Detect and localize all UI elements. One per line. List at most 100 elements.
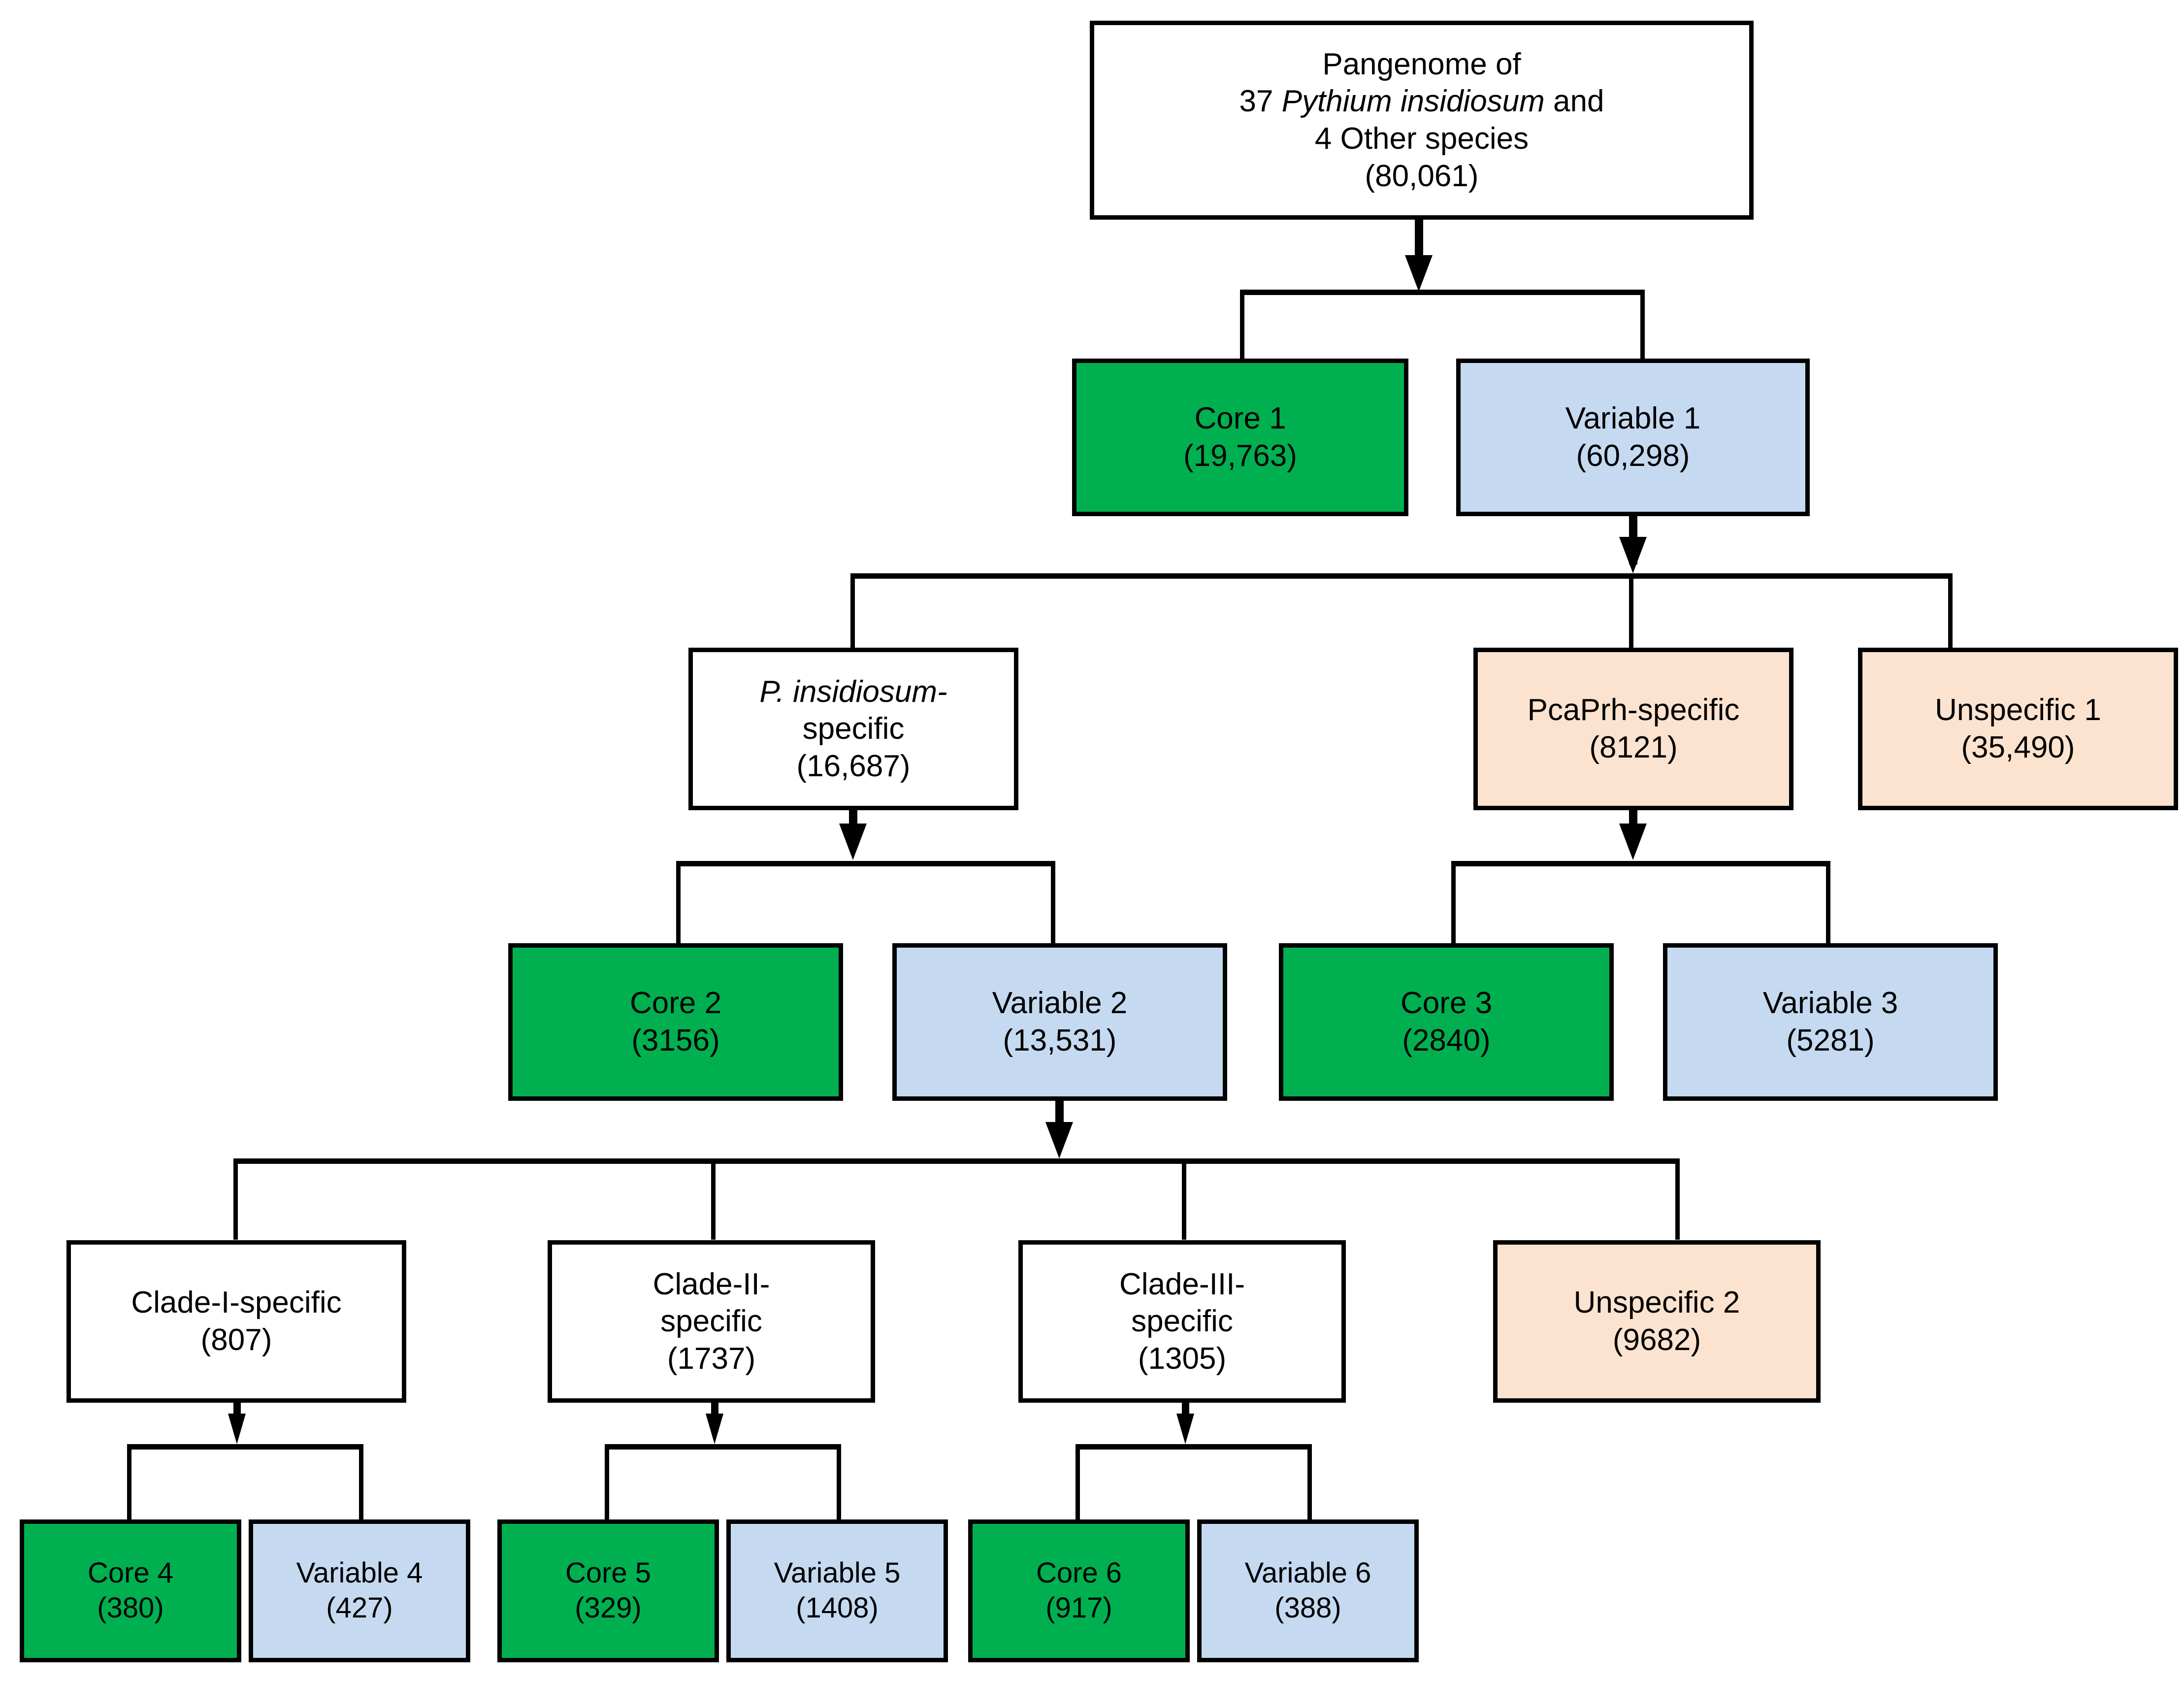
node-variable-6: Variable 6 (388) (1197, 1519, 1419, 1662)
core-2-label: Core 2 (629, 986, 722, 1021)
connector-clade1-leg-variable4 (359, 1444, 363, 1522)
connector-clade1-leg-core4 (127, 1444, 131, 1522)
root-line-3: 4 Other species (1314, 122, 1529, 156)
node-unspecific-2: Unspecific 2 (9682) (1493, 1240, 1821, 1403)
node-core-2: Core 2 (3156) (508, 943, 843, 1101)
core-5-label: Core 5 (565, 1557, 652, 1589)
node-variable-2: Variable 2 (13,531) (892, 943, 1227, 1101)
variable-5-count: (1408) (796, 1592, 879, 1624)
root-count: (80,061) (1365, 159, 1479, 193)
connector-clade2-arrowhead (706, 1414, 723, 1444)
pcaprh-count: (8121) (1589, 730, 1678, 764)
unspecific-1-count: (35,490) (1961, 730, 2075, 764)
connector-clade3-hbar (1076, 1444, 1312, 1450)
variable-1-label: Variable 1 (1565, 401, 1701, 436)
node-unspecific-1: Unspecific 1 (35,490) (1858, 648, 2178, 810)
variable-6-label: Variable 6 (1244, 1557, 1371, 1589)
node-core-3: Core 3 (2840) (1279, 943, 1614, 1101)
connector-v1-leg-pi (850, 573, 855, 650)
connector-v1-hbar (850, 573, 1953, 579)
connector-clade1-hbar (127, 1444, 363, 1450)
connector-clade3-leg-core6 (1076, 1444, 1080, 1522)
clade-2-label-line2: specific (660, 1304, 762, 1339)
variable-1-count: (60,298) (1576, 439, 1690, 473)
connector-clade1-arrowhead (228, 1414, 246, 1444)
root-line-2-suffix: and (1544, 84, 1604, 119)
core-3-label: Core 3 (1400, 986, 1493, 1021)
connector-v1-leg-unspecific1 (1948, 573, 1953, 650)
variable-2-label: Variable 2 (992, 986, 1128, 1021)
variable-4-label: Variable 4 (296, 1557, 423, 1589)
variable-2-count: (13,531) (1003, 1023, 1117, 1057)
variable-5-label: Variable 5 (774, 1557, 901, 1589)
node-core-5: Core 5 (329) (497, 1519, 719, 1662)
connector-root-hbar (1240, 290, 1645, 295)
core-6-count: (917) (1045, 1592, 1112, 1624)
node-clade-ii-specific: Clade-II- specific (1737) (548, 1240, 875, 1403)
core-4-count: (380) (97, 1592, 164, 1624)
connector-v2-leg-clade2 (711, 1158, 716, 1240)
connector-clade3-arrowhead (1176, 1414, 1194, 1444)
root-line-1: Pangenome of (1322, 47, 1521, 81)
connector-v1-arrowhead (1619, 537, 1647, 573)
unspecific-2-count: (9682) (1612, 1323, 1701, 1357)
variable-4-count: (427) (326, 1592, 393, 1624)
clade-1-label: Clade-I-specific (131, 1286, 342, 1320)
node-pcaprh-specific: PcaPrh-specific (8121) (1473, 648, 1793, 810)
connector-v2-leg-unspecific2 (1675, 1158, 1680, 1240)
clade-2-count: (1737) (667, 1341, 756, 1376)
connector-root-leg-core1 (1240, 290, 1244, 362)
core-1-count: (19,763) (1183, 439, 1297, 473)
node-core-4: Core 4 (380) (20, 1519, 241, 1662)
variable-3-label: Variable 3 (1762, 986, 1898, 1021)
connector-pcaprh-leg-variable3 (1826, 861, 1830, 946)
core-6-label: Core 6 (1036, 1557, 1122, 1589)
unspecific-2-label: Unspecific 2 (1573, 1286, 1740, 1320)
connector-root-leg-variable1 (1640, 290, 1645, 362)
pi-specific-count: (16,687) (796, 749, 911, 783)
variable-3-count: (5281) (1786, 1023, 1875, 1057)
connector-pcaprh-leg-core3 (1451, 861, 1456, 946)
clade-3-count: (1305) (1138, 1341, 1227, 1376)
core-3-count: (2840) (1402, 1023, 1491, 1057)
connector-clade2-leg-variable5 (837, 1444, 841, 1522)
node-variable-5: Variable 5 (1408) (726, 1519, 948, 1662)
core-4-label: Core 4 (87, 1557, 174, 1589)
node-p-insidiosum-specific: P. insidiosum- specific (16,687) (688, 648, 1018, 810)
node-core-1: Core 1 (19,763) (1072, 359, 1408, 516)
connector-clade2-hbar (605, 1444, 841, 1450)
node-variable-4: Variable 4 (427) (249, 1519, 470, 1662)
core-2-count: (3156) (631, 1023, 720, 1057)
clade-3-label-line1: Clade-III- (1119, 1267, 1245, 1301)
connector-v2-leg-clade3 (1182, 1158, 1186, 1240)
node-clade-i-specific: Clade-I-specific (807) (66, 1240, 406, 1403)
connector-v2-arrowhead (1045, 1122, 1073, 1158)
connector-pi-leg-variable2 (1051, 861, 1055, 946)
connector-root-arrowhead (1405, 255, 1433, 292)
connector-pi-hbar (676, 861, 1055, 866)
unspecific-1-label: Unspecific 1 (1935, 693, 2101, 727)
clade-3-label-line2: specific (1131, 1304, 1233, 1339)
root-line-2-prefix: 37 (1239, 84, 1282, 119)
node-core-6: Core 6 (917) (968, 1519, 1190, 1662)
connector-clade2-leg-core5 (605, 1444, 609, 1522)
core-1-label: Core 1 (1194, 401, 1286, 436)
clade-2-label-line1: Clade-II- (652, 1267, 770, 1301)
connector-pi-arrowhead (839, 824, 867, 860)
connector-pcaprh-arrowhead (1619, 824, 1647, 860)
connector-v1-leg-pcaprh (1629, 573, 1633, 650)
node-pangenome-root: Pangenome of 37 Pythium insidiosum and 4… (1090, 21, 1754, 220)
node-variable-1: Variable 1 (60,298) (1456, 359, 1810, 516)
pi-specific-label-line2: specific (802, 712, 905, 746)
node-clade-iii-specific: Clade-III- specific (1305) (1018, 1240, 1346, 1403)
pi-specific-label-italic: P. insidiosum- (759, 674, 947, 709)
pcaprh-label: PcaPrh-specific (1527, 693, 1740, 727)
connector-pi-leg-core2 (676, 861, 681, 946)
connector-v2-hbar (233, 1158, 1680, 1164)
root-species-italic: Pythium insidiosum (1281, 84, 1545, 119)
connector-root-stem (1415, 220, 1423, 258)
variable-6-count: (388) (1274, 1592, 1341, 1624)
connector-clade3-leg-variable6 (1307, 1444, 1312, 1522)
node-variable-3: Variable 3 (5281) (1663, 943, 1998, 1101)
